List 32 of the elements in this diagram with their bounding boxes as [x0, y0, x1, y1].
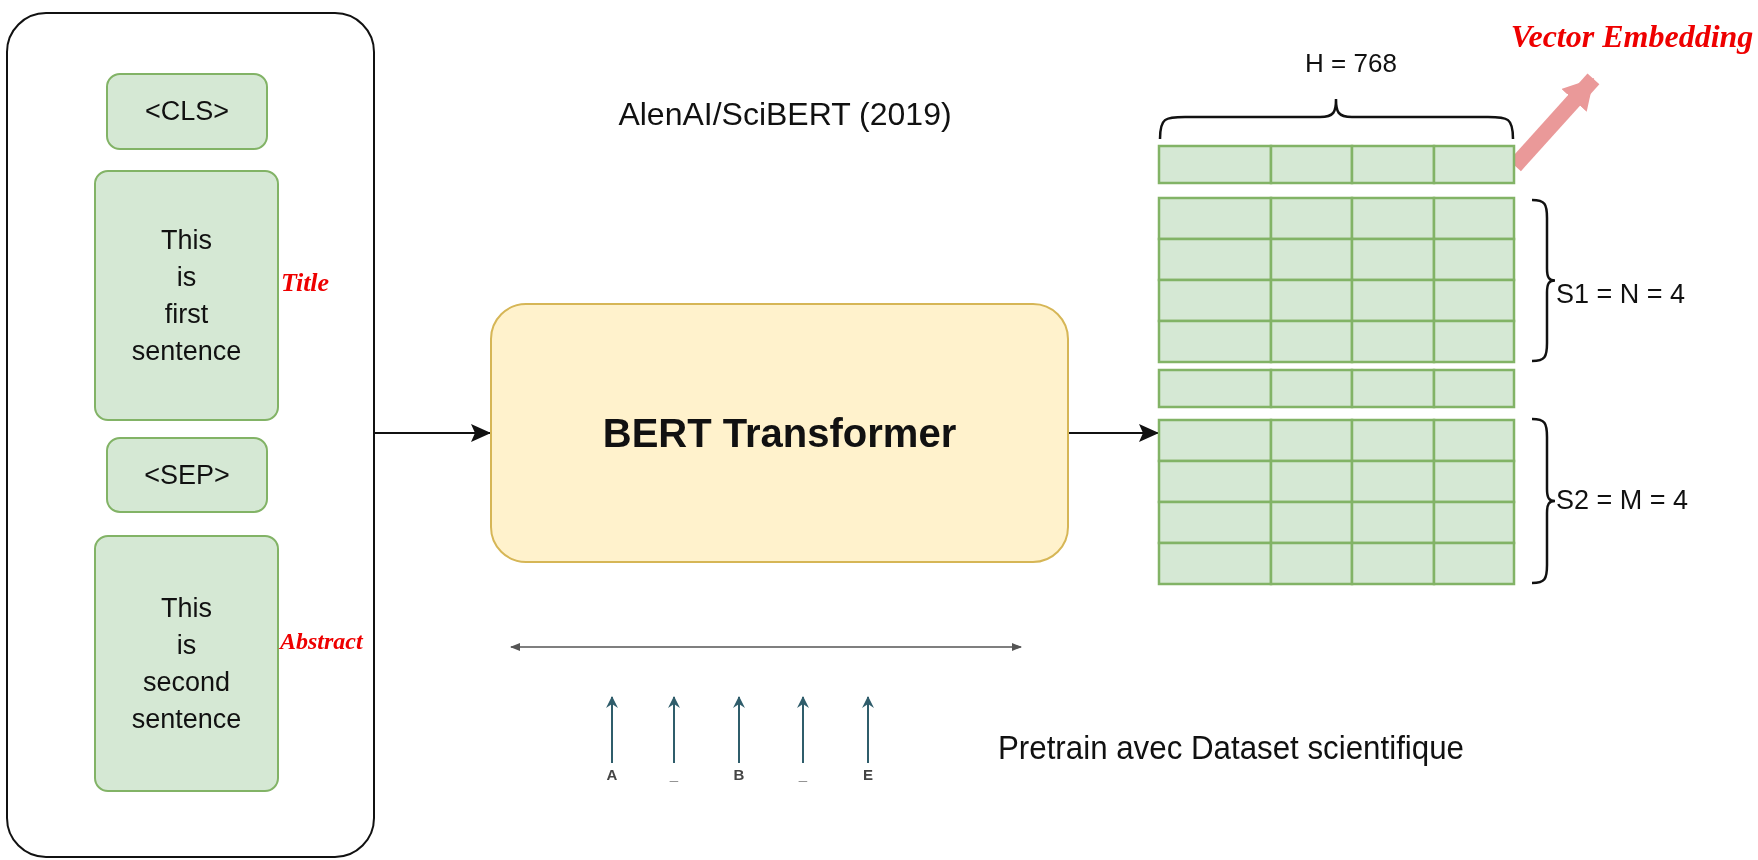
token-text: This is second sentence — [131, 591, 242, 736]
dimension-label: S1 = N = 4 — [1556, 279, 1686, 310]
arrow — [862, 696, 874, 764]
token-text: This is first sentence — [131, 223, 242, 368]
token-box — [106, 73, 268, 150]
heading: AlenAI/SciBERT (2019) — [617, 96, 953, 133]
token-letter: B — [733, 765, 745, 783]
note-text: Pretrain avec Dataset scientifique — [998, 728, 1464, 767]
arrow — [797, 696, 809, 764]
token-letter: _ — [798, 765, 808, 783]
token-letter: _ — [669, 765, 679, 783]
annotation-text: Title — [281, 268, 330, 298]
transformer-label: BERT Transformer — [602, 410, 957, 456]
arrow — [1068, 424, 1159, 442]
input-frame — [6, 12, 375, 858]
sentence-box — [94, 170, 279, 421]
dimension-label: S2 = M = 4 — [1556, 485, 1689, 516]
token-text: <CLS> — [144, 95, 230, 128]
dimension-label: H = 768 — [1304, 48, 1398, 79]
token-letter: A — [606, 765, 618, 783]
transformer-box — [490, 303, 1069, 563]
token-box — [106, 437, 268, 513]
arrow — [374, 424, 491, 442]
vector-label: Vector Embedding — [1510, 17, 1754, 55]
token-letter: E — [863, 765, 873, 783]
annotation-text: Abstract — [280, 628, 363, 655]
embedding-matrix — [1158, 145, 1515, 583]
sentence-box — [94, 535, 279, 792]
token-text: <SEP> — [144, 458, 230, 492]
arrow — [606, 696, 618, 764]
arrow — [668, 696, 680, 764]
arrow — [733, 696, 745, 764]
